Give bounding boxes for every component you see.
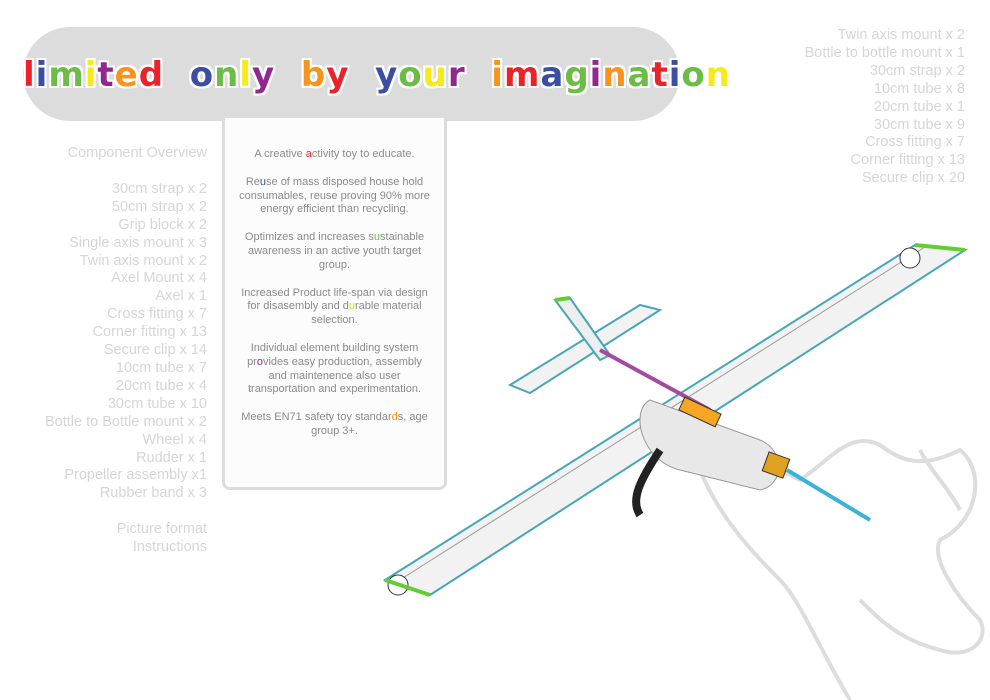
component-item: Grip block x 2 — [118, 216, 207, 233]
part-item: Cross fitting x 7 — [865, 134, 965, 151]
title-letter: u — [422, 55, 448, 95]
paragraph-text: Meets EN71 safety toy standar — [241, 411, 392, 424]
component-item: Axel Mount x 4 — [111, 270, 207, 287]
bottle-body — [632, 396, 872, 522]
title-letter: d — [138, 55, 165, 95]
title-letter: b — [300, 55, 327, 95]
paragraph-text: s, age group 3+. — [311, 411, 428, 437]
component-item: Secure clip x 14 — [103, 342, 207, 359]
description-paragraph: A creative activity toy to educate. — [237, 148, 432, 162]
part-item: 30cm tube x 9 — [873, 116, 965, 133]
description-paragraph: Increased Product life-span via design f… — [237, 287, 432, 328]
component-item: Single axis mount x 3 — [69, 234, 207, 251]
part-item: 30cm strap x 2 — [869, 62, 965, 79]
paragraph-text: Increased Product life-span via design f… — [241, 286, 428, 313]
picture-format-link[interactable]: Picture format — [116, 521, 207, 538]
title-letter: g — [564, 55, 590, 95]
part-item: Twin axis mount x 2 — [837, 27, 965, 43]
paragraph-text: Individual element building system pr — [247, 341, 419, 368]
component-item: Twin axis mount x 2 — [79, 252, 207, 269]
paragraph-text: Optimizes and increases s — [244, 231, 374, 244]
title-banner: limited only by your imagination — [23, 27, 730, 121]
tail-wing — [507, 296, 663, 395]
description-paragraph: Meets EN71 safety toy standards, age gro… — [237, 411, 432, 439]
component-item: 30cm tube x 10 — [107, 395, 207, 412]
component-item: Bottle to Bottle mount x 2 — [44, 413, 207, 430]
title-letter: o — [681, 55, 706, 95]
part-item: Bottle to bottle mount x 1 — [804, 44, 965, 61]
component-item: 20cm tube x 4 — [115, 377, 207, 394]
title-letter: i — [35, 55, 49, 95]
part-item: Secure clip x 20 — [861, 170, 965, 187]
instructions-link[interactable]: Instructions — [132, 539, 207, 556]
title-letter: n — [214, 55, 240, 95]
description-paragraph: Optimizes and increases sustainable awar… — [237, 231, 432, 272]
title-letter: i — [84, 55, 98, 95]
component-item: Rudder x 1 — [136, 449, 207, 466]
highlight-letter: u — [259, 175, 267, 188]
component-item: Axel x 1 — [155, 288, 207, 305]
component-item: 10cm tube x 7 — [115, 359, 207, 376]
highlight-letter: d — [391, 411, 398, 424]
highlight-letter: o — [256, 355, 263, 368]
description-paragraph: Reuse of mass disposed house hold consum… — [237, 176, 432, 217]
title-letter: y — [375, 55, 399, 95]
title-letter: r — [447, 55, 466, 95]
highlight-letter: u — [348, 300, 355, 313]
title-letter: o — [398, 55, 423, 95]
component-item: 50cm strap x 2 — [111, 198, 207, 215]
title-letter: t — [651, 55, 669, 95]
description-panel: A creative activity toy to educate.Reuse… — [222, 118, 447, 490]
title-letter: y — [326, 55, 350, 95]
title-letter: e — [114, 55, 139, 95]
title-letter: a — [627, 55, 652, 95]
component-item: Wheel x 4 — [142, 431, 207, 448]
component-item: 30cm strap x 2 — [111, 180, 207, 197]
title-letter: n — [602, 55, 628, 95]
title-letter: y — [252, 55, 276, 95]
title-letter: a — [540, 55, 565, 95]
paragraph-text: stainable awareness in an active youth t… — [247, 231, 425, 271]
paragraph-text: vides easy production, assembly and main… — [247, 355, 422, 396]
title-letter: o — [189, 55, 215, 95]
title-letter: i — [491, 55, 504, 95]
component-item: Propeller assembly x1 — [64, 467, 207, 484]
title-letter: t — [97, 55, 115, 95]
part-item: 20cm tube x 1 — [873, 98, 965, 115]
paragraph-text: A creative — [254, 148, 306, 160]
title-letter: n — [705, 55, 731, 95]
component-item: Rubber band x 3 — [99, 485, 207, 502]
title-letter: i — [589, 55, 603, 95]
description-paragraph: Individual element building system provi… — [237, 342, 432, 397]
title-letter: m — [48, 55, 85, 95]
title-letter: l — [239, 55, 252, 95]
component-item: Corner fitting x 13 — [92, 324, 207, 341]
paragraph-text: ctivity toy to educate. — [311, 148, 415, 160]
component-overview-heading: Component Overview — [67, 145, 207, 161]
title-letter: i — [668, 55, 682, 95]
page-title: limited only by your imagination — [23, 55, 730, 95]
part-item: Corner fitting x 13 — [850, 152, 965, 169]
title-letter: m — [503, 55, 541, 95]
paragraph-text: se of mass disposed house hold consumabl… — [239, 175, 430, 216]
paragraph-text: Re — [245, 175, 260, 188]
highlight-letter: u — [373, 231, 381, 244]
propeller-shaft — [785, 468, 872, 522]
title-letter: l — [23, 55, 36, 95]
paragraph-text: rable material selection. — [311, 300, 422, 327]
part-item: 10cm tube x 8 — [873, 80, 965, 97]
component-item: Cross fitting x 7 — [107, 306, 207, 323]
highlight-letter: a — [305, 148, 312, 160]
